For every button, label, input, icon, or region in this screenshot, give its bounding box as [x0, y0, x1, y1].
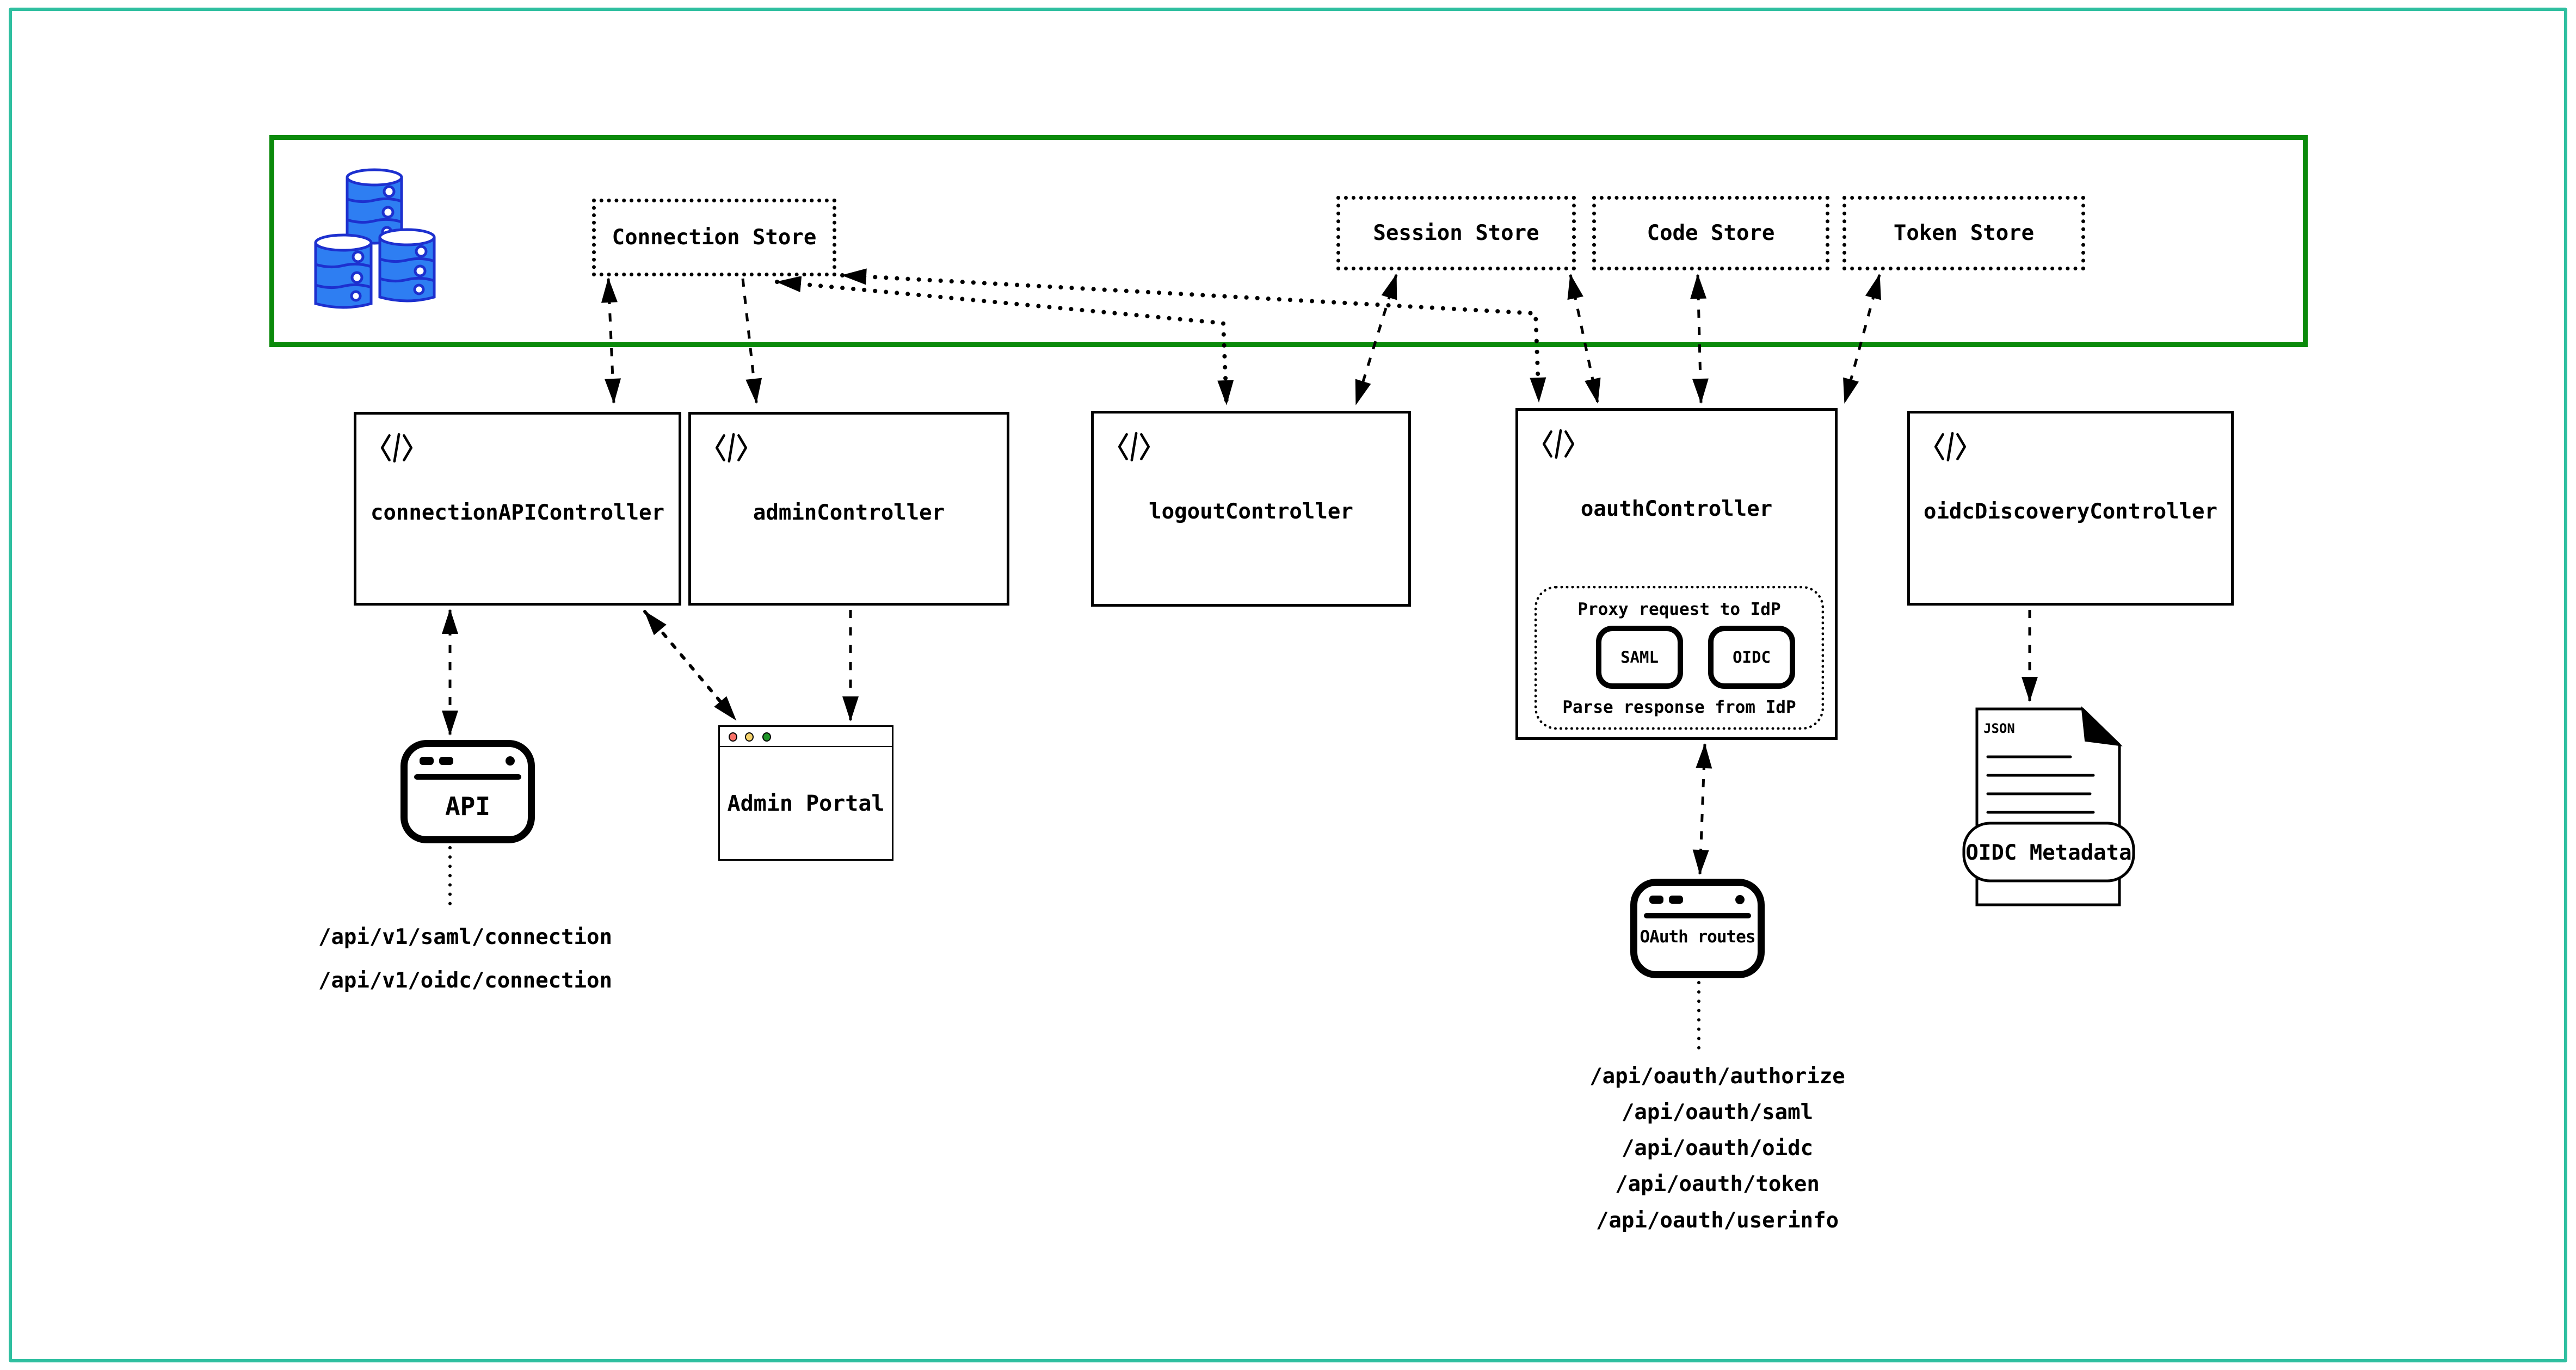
oauth-endpoint: /api/oauth/authorize — [1589, 1064, 1845, 1089]
browser-tab-pill — [439, 757, 453, 765]
oauth-routes-label: OAuth routes — [1640, 927, 1756, 947]
database-icon — [314, 168, 436, 309]
json-file-label: JSON — [1983, 721, 2015, 736]
close-traffic-light-icon — [729, 732, 737, 742]
api-endpoint: /api/v1/oidc/connection — [318, 968, 613, 993]
browser-toolbar-line — [414, 774, 521, 780]
fold-corner-icon — [2081, 706, 2123, 746]
code-icon — [1118, 431, 1150, 462]
controller-label: connectionAPIController — [370, 501, 665, 525]
controller-label: oidcDiscoveryController — [1923, 499, 2218, 524]
code-store: Code Store — [1592, 196, 1829, 270]
code-icon — [380, 433, 413, 463]
idp-proxy-box: Proxy request to IdP SAML OIDC Parse res… — [1534, 586, 1824, 730]
browser-toolbar-line — [1644, 913, 1751, 918]
oauth-endpoint: /api/oauth/saml — [1621, 1100, 1814, 1125]
oauth-endpoint: /api/oauth/oidc — [1621, 1136, 1814, 1161]
saml-label: SAML — [1620, 648, 1659, 667]
code-icon — [715, 433, 748, 463]
admin-controller: adminController — [688, 412, 1009, 606]
minimize-traffic-light-icon — [745, 732, 754, 742]
saml-protocol-box: SAML — [1596, 626, 1683, 689]
code-icon — [1542, 429, 1575, 459]
api-label: API — [445, 792, 491, 821]
maximize-traffic-light-icon — [762, 732, 771, 742]
metadata-badge — [1962, 822, 2135, 883]
oauth-endpoint: /api/oauth/token — [1615, 1172, 1820, 1196]
browser-tab-pill — [1669, 896, 1683, 904]
browser-dot — [506, 756, 515, 766]
oauth-controller: oauthController Proxy request to IdP SAM… — [1515, 408, 1838, 740]
connection-store-label: Connection Store — [612, 225, 817, 250]
oidc-protocol-box: OIDC — [1708, 626, 1795, 689]
session-store-label: Session Store — [1373, 221, 1539, 245]
oauth-routes-browser-icon: OAuth routes — [1630, 879, 1765, 978]
controller-label: oauthController — [1580, 497, 1773, 521]
browser-dot — [1735, 895, 1745, 904]
json-document-icon: JSON OIDC Metadata — [1962, 706, 2135, 906]
oidc-label: OIDC — [1733, 648, 1771, 667]
window-title-bar — [720, 727, 892, 747]
token-store: Token Store — [1842, 196, 2085, 270]
logout-controller: logoutController — [1091, 411, 1411, 607]
oidc-metadata-label: OIDC Metadata — [1965, 841, 2131, 865]
api-browser-icon: API — [400, 740, 535, 843]
oauth-endpoint: /api/oauth/userinfo — [1595, 1208, 1839, 1233]
api-endpoint: /api/v1/saml/connection — [318, 925, 613, 949]
browser-tab-pill — [1649, 896, 1663, 904]
proxy-request-label: Proxy request to IdP — [1577, 600, 1781, 619]
admin-portal-label: Admin Portal — [727, 791, 885, 816]
admin-portal-window: Admin Portal — [718, 725, 893, 861]
parse-response-label: Parse response from IdP — [1562, 698, 1796, 717]
code-icon — [1934, 431, 1967, 462]
connection-store: Connection Store — [592, 199, 836, 276]
oidc-discovery-controller: oidcDiscoveryController — [1907, 411, 2234, 606]
connection-api-controller: connectionAPIController — [354, 412, 681, 606]
browser-tab-pill — [420, 757, 434, 765]
token-store-label: Token Store — [1893, 221, 2035, 245]
page-border — [9, 8, 2567, 1362]
code-store-label: Code Store — [1647, 221, 1775, 245]
controller-label: adminController — [753, 501, 945, 525]
controller-label: logoutController — [1149, 499, 1353, 524]
session-store: Session Store — [1336, 196, 1576, 270]
